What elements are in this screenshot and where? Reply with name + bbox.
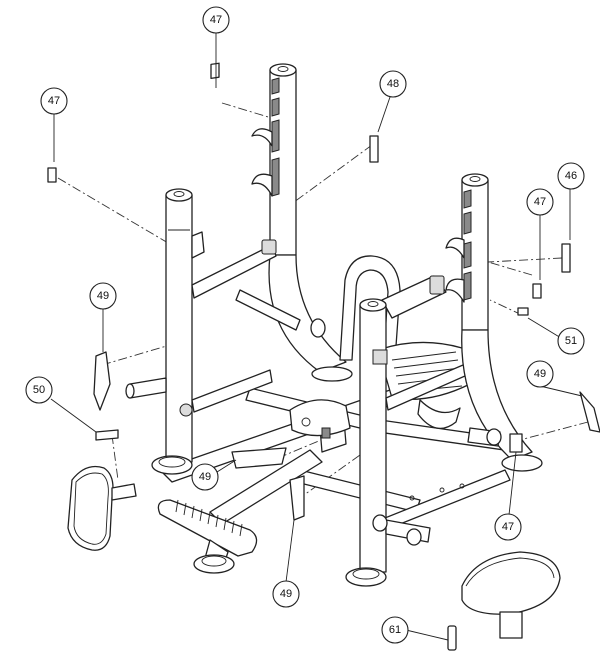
callout-label: 51 <box>565 335 577 347</box>
callout-61: 61 <box>381 616 409 644</box>
decal-parts <box>47 62 600 651</box>
callout-49-bottom: 49 <box>272 580 300 608</box>
callout-label: 47 <box>534 196 546 208</box>
assembly-dashed-lines <box>57 102 589 501</box>
rear-right-upright <box>445 173 543 472</box>
callout-47-bottom: 47 <box>494 513 522 541</box>
callout-47-right: 47 <box>526 188 554 216</box>
callout-label: 48 <box>387 78 399 90</box>
callout-label: 50 <box>33 384 45 396</box>
callout-47-top: 47 <box>202 6 230 34</box>
callout-label: 47 <box>210 14 222 26</box>
callout-49-left: 49 <box>89 282 117 310</box>
left-crossbars <box>125 239 326 417</box>
leader-lines <box>50 33 583 641</box>
callout-label: 46 <box>565 170 577 182</box>
callout-label: 47 <box>48 95 60 107</box>
callout-48: 48 <box>379 70 407 98</box>
center-seat-assembly <box>339 255 471 430</box>
back-pad <box>67 465 137 551</box>
callout-51: 51 <box>557 327 585 355</box>
front-left-upright <box>151 188 205 475</box>
callout-46: 46 <box>557 162 585 190</box>
callout-label: 47 <box>502 521 514 533</box>
callout-label: 49 <box>199 471 211 483</box>
callout-49-center: 49 <box>191 463 219 491</box>
rear-left-upright <box>251 63 353 382</box>
callout-label: 49 <box>534 368 546 380</box>
callout-49-right: 49 <box>526 360 554 388</box>
callout-label: 49 <box>97 290 109 302</box>
callout-label: 49 <box>280 588 292 600</box>
callout-47-left: 47 <box>40 87 68 115</box>
callout-50: 50 <box>25 376 53 404</box>
foot-roller-bar <box>157 399 351 574</box>
front-center-upright <box>345 298 475 587</box>
seat-pad <box>461 551 561 639</box>
callout-label: 61 <box>389 624 401 636</box>
